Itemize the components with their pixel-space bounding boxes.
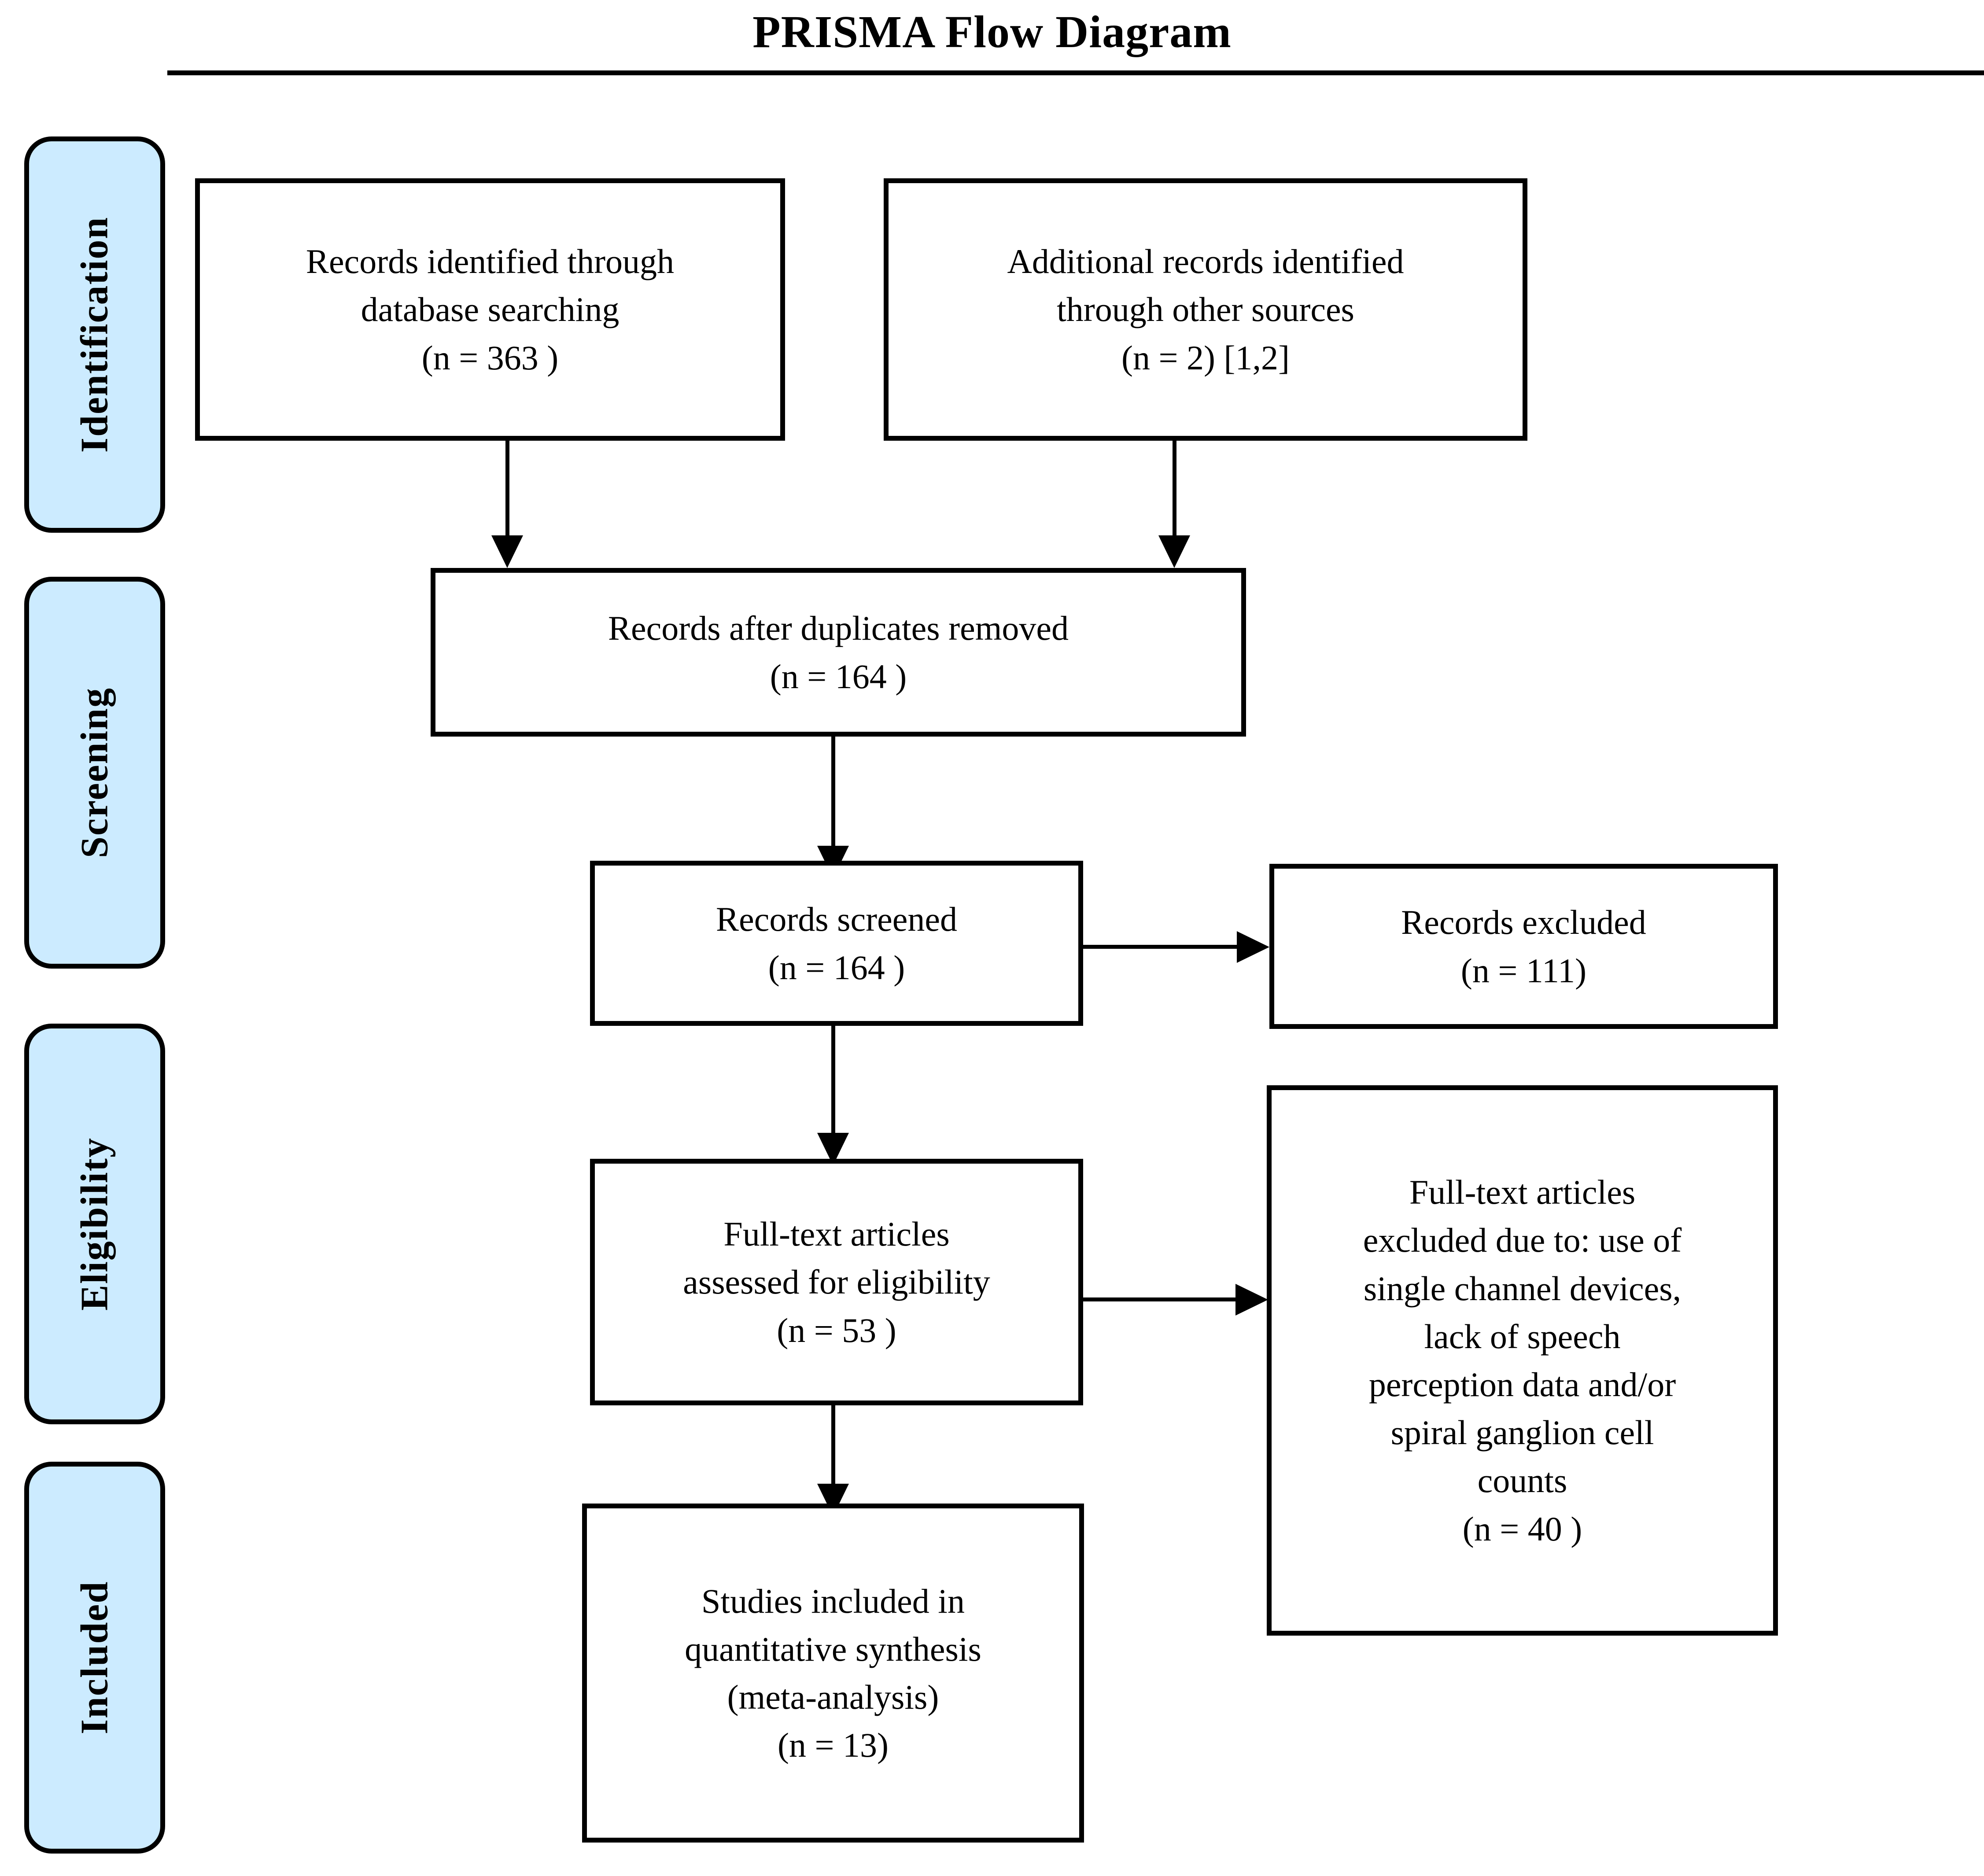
stage-identification-label: Identification	[73, 216, 116, 453]
box-line: (n = 53 )	[777, 1311, 896, 1349]
box-line: database searching	[361, 290, 620, 329]
box-line: Records identified through	[306, 242, 675, 281]
box-line: lack of speech	[1424, 1317, 1621, 1356]
box-records-after-duplicates-removed: Records after duplicates removed (n = 16…	[431, 568, 1246, 737]
page-title: PRISMA Flow Diagram	[752, 7, 1232, 57]
connector-db-search-to-after-duplicates	[505, 441, 509, 538]
box-line: excluded due to: use of	[1363, 1221, 1682, 1260]
box-line: (n = 164 )	[768, 948, 905, 987]
box-line: Additional records identified	[1007, 242, 1404, 281]
box-fulltext-articles-assessed: Full-text articles assessed for eligibil…	[590, 1159, 1083, 1405]
box-fulltext-articles-excluded: Full-text articles excluded due to: use …	[1267, 1085, 1778, 1636]
box-line: (meta-analysis)	[727, 1678, 939, 1716]
box-line: (n = 363 )	[421, 338, 559, 377]
box-line: (n = 111)	[1460, 951, 1587, 990]
box-line: Records after duplicates removed	[608, 609, 1069, 648]
box-line: quantitative synthesis	[685, 1629, 981, 1668]
box-records-excluded: Records excluded (n = 111)	[1269, 864, 1778, 1029]
box-line: Studies included in	[701, 1581, 965, 1620]
connector-other-sources-to-after-duplicates	[1173, 441, 1176, 538]
title-divider	[167, 70, 1984, 75]
stage-eligibility-label: Eligibility	[73, 1137, 116, 1311]
box-line: (n = 40 )	[1462, 1509, 1582, 1548]
connector-screened-to-records-excluded	[1083, 945, 1239, 949]
box-line: (n = 164 )	[770, 657, 907, 696]
box-studies-included-quantitative-synthesis: Studies included in quantitative synthes…	[582, 1504, 1084, 1843]
box-line: Full-text articles	[1409, 1173, 1636, 1212]
box-records-identified-database: Records identified through database sear…	[195, 178, 785, 441]
box-line: Records screened	[716, 900, 957, 939]
box-line: through other sources	[1057, 290, 1354, 329]
stage-eligibility: Eligibility	[24, 1024, 165, 1424]
box-line: single channel devices,	[1363, 1269, 1682, 1308]
box-line: assessed for eligibility	[683, 1263, 990, 1301]
stage-screening-label: Screening	[73, 687, 116, 858]
connector-fulltext-assessed-to-excluded	[1083, 1297, 1238, 1301]
stage-included: Included	[24, 1462, 165, 1854]
box-line: perception data and/or	[1368, 1365, 1676, 1404]
box-line: counts	[1477, 1461, 1567, 1500]
box-line: Records excluded	[1401, 903, 1646, 942]
box-records-screened: Records screened (n = 164 )	[590, 861, 1083, 1026]
arrowhead-other-sources-to-after-duplicates	[1158, 535, 1190, 568]
arrowhead-fulltext-assessed-to-excluded	[1235, 1284, 1268, 1316]
box-line: (n = 2) [1,2]	[1121, 338, 1290, 377]
box-line: (n = 13)	[778, 1726, 889, 1765]
connector-after-duplicates-to-screened	[831, 737, 835, 849]
stage-included-label: Included	[73, 1581, 116, 1735]
connector-screened-to-fulltext-assessed	[831, 1026, 835, 1136]
connector-fulltext-assessed-to-included	[831, 1405, 835, 1487]
stage-screening: Screening	[24, 577, 165, 969]
box-line: Full-text articles	[723, 1215, 950, 1253]
arrowhead-db-search-to-after-duplicates	[491, 535, 523, 568]
box-additional-records-other-sources: Additional records identified through ot…	[884, 178, 1527, 441]
stage-identification: Identification	[24, 136, 165, 533]
box-line: spiral ganglion cell	[1390, 1413, 1654, 1452]
arrowhead-screened-to-records-excluded	[1237, 931, 1269, 963]
